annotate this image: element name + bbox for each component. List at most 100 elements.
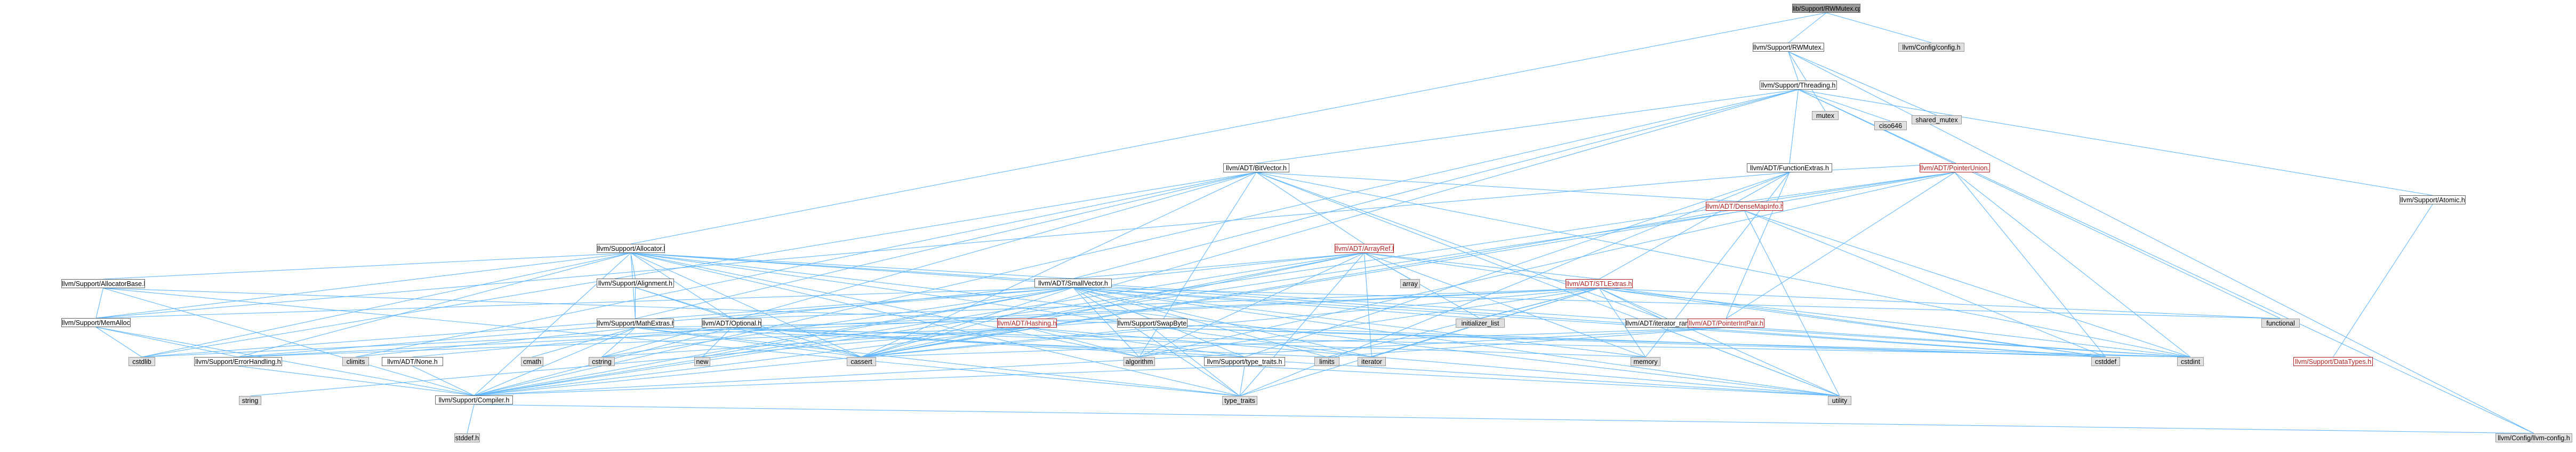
- edge-rwmutex-cpp-to-config-h: [1826, 12, 1932, 43]
- edge-stlextras-to-iterator-range: [1599, 288, 1662, 319]
- edge-threading-h-to-functional: [1798, 89, 2281, 319]
- edge-allocator-to-type-traits: [630, 252, 1240, 397]
- edge-mathextras-to-type-traits: [635, 327, 1240, 397]
- edge-allocator-to-errorhandling: [238, 252, 631, 358]
- node-type-traits-h[interactable]: llvm/Support/type_traits.h: [1204, 357, 1285, 366]
- node-rwmutex-cpp[interactable]: lib/Support/RWMutex.cpp: [1792, 4, 1860, 13]
- edge-bitvector-to-iterator-range: [1256, 172, 1662, 319]
- node-memory[interactable]: memory: [1631, 357, 1660, 366]
- edge-threading-h-to-cassert: [861, 89, 1799, 358]
- node-compiler[interactable]: llvm/Support/Compiler.h: [435, 395, 513, 405]
- node-stlextras[interactable]: llvm/ADT/STLExtras.h: [1566, 279, 1633, 288]
- edge-compiler-to-stddef: [467, 404, 475, 434]
- node-stddef[interactable]: stddef.h: [454, 433, 480, 442]
- node-threading-h[interactable]: llvm/Support/Threading.h: [1760, 81, 1837, 90]
- node-iterator-range[interactable]: llvm/ADT/iterator_range.h: [1625, 319, 1697, 328]
- edge-hashing-to-algorithm: [1026, 327, 1139, 358]
- edge-pointer-union-to-cstdint: [1954, 172, 2191, 358]
- node-alignment[interactable]: llvm/Support/Alignment.h: [597, 279, 674, 288]
- edge-compiler-to-llvm-config: [474, 404, 2534, 434]
- node-cstdlib[interactable]: cstdlib: [129, 357, 155, 366]
- edge-densemapinfo-to-cstdint: [1744, 210, 2191, 358]
- edge-swapbyteorder-to-cstdint: [1152, 327, 2191, 358]
- node-initializer-list[interactable]: initializer_list: [1456, 319, 1505, 328]
- node-algorithm[interactable]: algorithm: [1124, 357, 1155, 366]
- node-ciso646[interactable]: ciso646: [1874, 121, 1907, 130]
- node-type-traits[interactable]: type_traits: [1222, 396, 1257, 405]
- node-pointer-union[interactable]: llvm/ADT/PointerUnion.h: [1920, 163, 1990, 172]
- edge-hashing-to-type-traits-h: [1026, 327, 1245, 358]
- node-rwmutex-h[interactable]: llvm/Support/RWMutex.h: [1753, 43, 1824, 52]
- edge-adt-none-to-compiler: [412, 366, 475, 396]
- node-densemapinfo[interactable]: llvm/ADT/DenseMapInfo.h: [1706, 202, 1783, 211]
- edge-hashing-to-string: [250, 327, 1028, 397]
- edge-densemapinfo-to-cassert: [861, 210, 1745, 358]
- edge-pointer-union-to-algorithm: [1139, 172, 1955, 358]
- node-atomic-h[interactable]: llvm/Support/Atomic.h: [2400, 195, 2466, 204]
- edge-pointerintpair-to-compiler: [474, 327, 1727, 396]
- node-function-extras[interactable]: llvm/ADT/FunctionExtras.h: [1747, 163, 1832, 172]
- edge-type-traits-h-to-utility: [1244, 366, 1840, 397]
- edge-smallvector-to-memory: [1073, 287, 1646, 358]
- edge-mathextras-to-climits: [355, 327, 636, 358]
- node-smallvector[interactable]: llvm/ADT/SmallVector.h: [1034, 279, 1112, 288]
- edge-stlextras-to-cstdint: [1599, 288, 2191, 358]
- node-pointerintpair[interactable]: llvm/ADT/PointerIntPair.h: [1688, 319, 1764, 328]
- node-config-h[interactable]: llvm/Config/config.h: [1898, 43, 1964, 52]
- node-iterator[interactable]: iterator: [1358, 357, 1386, 366]
- edge-swapbyteorder-to-cstddef: [1152, 327, 2106, 358]
- node-datatypes[interactable]: llvm/Support/DataTypes.h: [2293, 357, 2373, 366]
- edge-allocator-to-optional: [630, 252, 732, 319]
- node-allocatorbase[interactable]: llvm/Support/AllocatorBase.h: [61, 279, 145, 288]
- edge-rwmutex-cpp-to-rwmutex-h: [1788, 12, 1827, 43]
- edge-threading-h-to-compiler: [474, 89, 1799, 396]
- edge-optional-to-type-traits-h: [731, 327, 1245, 358]
- edge-memalloc-to-compiler: [95, 327, 475, 396]
- node-functional[interactable]: functional: [2261, 319, 2300, 328]
- node-adt-none[interactable]: llvm/ADT/None.h: [382, 357, 443, 366]
- node-bitvector[interactable]: llvm/ADT/BitVector.h: [1223, 163, 1289, 172]
- node-cassert[interactable]: cassert: [847, 357, 876, 366]
- node-utility[interactable]: utility: [1828, 396, 1851, 405]
- edge-hashing-to-errorhandling: [238, 327, 1028, 358]
- node-climits[interactable]: climits: [342, 357, 369, 366]
- edge-pointer-union-to-pointerintpair: [1726, 172, 1955, 319]
- edge-allocator-to-cstdlib: [141, 252, 631, 358]
- node-limits[interactable]: limits: [1314, 357, 1339, 366]
- edge-swapbyteorder-to-type-traits: [1152, 327, 1240, 397]
- edge-arrayref-to-type-traits: [1239, 252, 1365, 397]
- node-errorhandling[interactable]: llvm/Support/ErrorHandling.h: [194, 357, 282, 366]
- edge-allocatorbase-to-compiler: [103, 288, 475, 396]
- edge-function-extras-to-memalloc: [95, 172, 1790, 319]
- edge-allocator-to-compiler: [474, 252, 631, 396]
- edge-stlextras-to-algorithm: [1139, 288, 1600, 358]
- edge-allocatorbase-to-memalloc: [95, 288, 104, 319]
- edge-type-traits-h-to-type-traits: [1239, 366, 1245, 397]
- node-shared-mutex[interactable]: shared_mutex: [1912, 115, 1962, 124]
- edge-smallvector-to-functional: [1073, 287, 2281, 319]
- node-arrayref[interactable]: llvm/ADT/ArrayRef.h: [1335, 244, 1394, 253]
- node-mutex[interactable]: mutex: [1812, 111, 1839, 120]
- node-new[interactable]: new: [694, 357, 710, 366]
- edge-allocator-to-utility: [630, 252, 1840, 397]
- node-hashing[interactable]: llvm/ADT/Hashing.h: [997, 319, 1057, 328]
- node-allocator[interactable]: llvm/Support/Allocator.h: [597, 244, 665, 253]
- edge-alignment-to-optional: [635, 287, 732, 319]
- edge-smallvector-to-iterator: [1073, 287, 1372, 358]
- node-array[interactable]: array: [1400, 279, 1420, 288]
- node-optional[interactable]: llvm/ADT/Optional.h: [702, 319, 761, 328]
- node-cmath[interactable]: cmath: [521, 357, 543, 366]
- edge-arrayref-to-compiler: [474, 252, 1365, 396]
- edge-rwmutex-h-to-llvm-config: [1788, 51, 2534, 434]
- node-string[interactable]: string: [239, 396, 261, 405]
- node-cstdint[interactable]: cstdint: [2177, 357, 2204, 366]
- edge-allocator-to-allocatorbase: [103, 252, 631, 280]
- node-swapbyteorder[interactable]: llvm/Support/SwapByteOrder.h: [1117, 319, 1187, 328]
- node-cstring[interactable]: cstring: [589, 357, 615, 366]
- node-memalloc[interactable]: llvm/Support/MemAlloc.h: [61, 318, 131, 327]
- edge-allocator-to-alignment: [630, 252, 636, 279]
- node-mathextras[interactable]: llvm/Support/MathExtras.h: [597, 319, 674, 328]
- node-cstddef[interactable]: cstddef: [2091, 357, 2120, 366]
- edge-layer: [95, 12, 2534, 434]
- node-llvm-config[interactable]: llvm/Config/llvm-config.h: [2495, 433, 2572, 442]
